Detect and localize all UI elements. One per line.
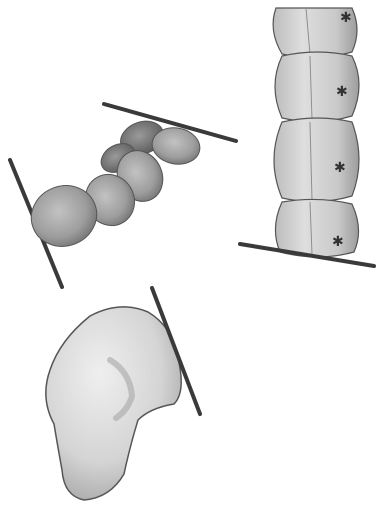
nucleus-marker-icon: ✱ [340,10,352,26]
diagonal-chain-panel [10,104,236,287]
single-blob-panel [46,288,200,500]
nucleus-marker-icon: ✱ [332,234,344,250]
vertical-stack-panel: ✱ ✱ ✱ ✱ [240,8,374,266]
nucleus-marker-icon: ✱ [336,84,348,100]
blob-cell [46,307,181,500]
nucleus-marker-icon: ✱ [334,160,346,176]
stack-cell [274,118,359,202]
stack-cell [275,199,358,257]
